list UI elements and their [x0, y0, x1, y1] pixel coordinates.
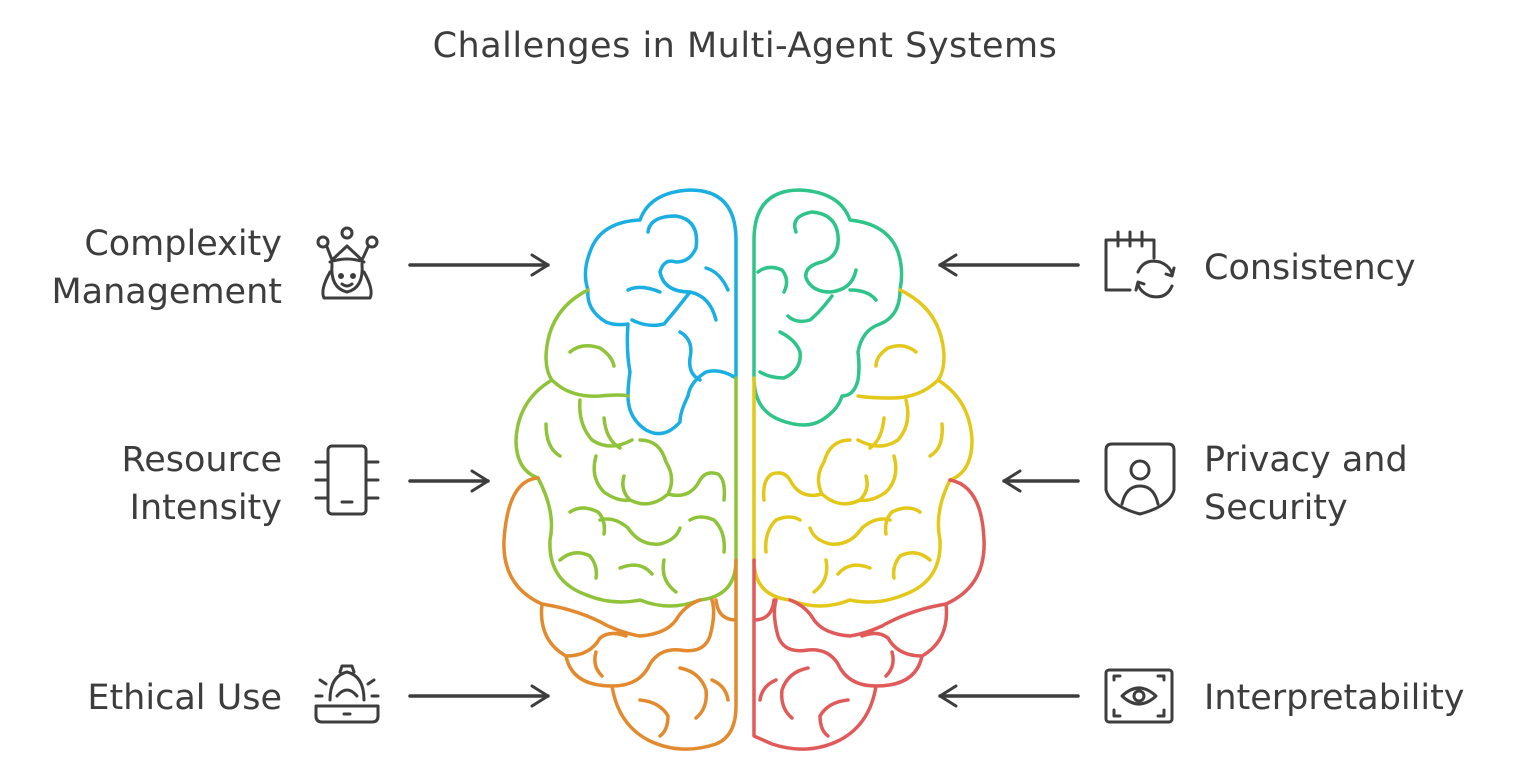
brain-left-hemisphere — [502, 188, 738, 751]
label-line: Privacy and — [1204, 440, 1408, 480]
mobile-device-icon — [314, 444, 380, 516]
brain-lobe-yellow — [752, 288, 974, 608]
label-line: Intensity — [129, 488, 282, 528]
label-consistency: Consistency — [1204, 244, 1416, 292]
shield-user-icon — [1104, 442, 1176, 516]
label-line: Consistency — [1204, 248, 1416, 288]
brain-lobe-red — [752, 478, 986, 751]
queen-crown-icon — [316, 226, 379, 300]
label-ethical-use: Ethical Use — [87, 674, 282, 722]
label-line: Security — [1204, 488, 1348, 528]
label-line: Interpretability — [1204, 678, 1465, 718]
brain-lobe-blue — [583, 188, 738, 436]
brain-lobe-green — [752, 188, 904, 427]
label-interpretability: Interpretability — [1204, 674, 1465, 722]
label-line: Complexity — [84, 224, 282, 264]
label-line: Resource — [121, 440, 282, 480]
brain-lobe-lime — [514, 288, 738, 608]
calendar-sync-icon — [1104, 230, 1176, 299]
label-line: Ethical Use — [87, 678, 282, 718]
page-title: Challenges in Multi-Agent Systems — [432, 26, 1058, 66]
label-resource-intensity: Resource Intensity — [121, 436, 282, 532]
label-complexity-management: Complexity Management — [51, 220, 282, 316]
brain-lobe-orange — [502, 476, 738, 751]
label-line: Management — [51, 272, 282, 312]
eye-frame-icon — [1104, 668, 1174, 724]
label-privacy-security: Privacy and Security — [1204, 436, 1408, 532]
brain-right-hemisphere — [752, 188, 986, 751]
gear-hand-icon — [314, 664, 380, 724]
